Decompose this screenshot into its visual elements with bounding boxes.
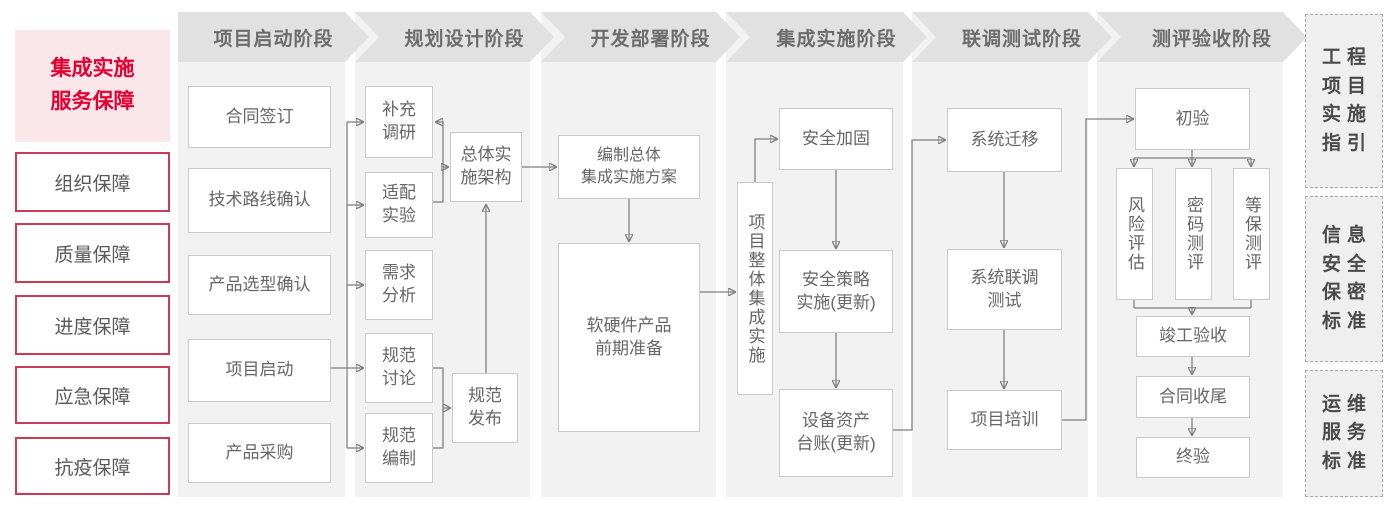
node-product-procurement: 产品采购 [188, 423, 331, 483]
node-final-acceptance: 终验 [1136, 437, 1250, 478]
node-overall-integration-impl: 项目整体集成实施 [737, 182, 773, 395]
guarantee-schedule: 进度保障 [15, 295, 170, 355]
phase-header-joint-testing: 联调测试阶段 [912, 12, 1112, 62]
guarantee-emergency: 应急保障 [15, 366, 170, 424]
node-system-migration: 系统迁移 [947, 108, 1062, 172]
node-security-policy-impl: 安全策略 实施(更新) [779, 250, 893, 333]
ref-infosec-confidentiality-standard: 信息 安全 保密 标准 [1305, 196, 1383, 362]
node-spec-release: 规范 发布 [452, 373, 518, 443]
phase-label: 规划设计阶段 [404, 28, 525, 50]
phase-label: 集成实施阶段 [776, 28, 897, 50]
phase-label: 项目启动阶段 [213, 28, 334, 50]
node-product-selection-confirm: 产品选型确认 [188, 255, 331, 315]
phase-label: 联调测试阶段 [961, 28, 1082, 50]
guarantee-title: 集成实施 服务保障 [15, 30, 170, 142]
node-requirement-analysis: 需求 分析 [365, 250, 433, 320]
phase-label: 测评验收阶段 [1151, 28, 1272, 50]
phase-label: 开发部署阶段 [590, 28, 711, 50]
node-tech-route-confirm: 技术路线确认 [188, 168, 331, 233]
node-project-kickoff: 项目启动 [188, 339, 331, 402]
node-security-hardening: 安全加固 [779, 108, 893, 170]
node-risk-assessment: 风险评估 [1116, 168, 1153, 300]
phase-header-dev-deployment: 开发部署阶段 [541, 12, 740, 62]
node-overall-integration-plan: 编制总体 集成实施方案 [558, 135, 700, 199]
node-contract-closure: 合同收尾 [1136, 376, 1250, 418]
node-crypto-evaluation: 密码测评 [1175, 168, 1212, 300]
node-initial-acceptance: 初验 [1135, 88, 1250, 150]
node-spec-drafting: 规范 编制 [365, 413, 433, 483]
phase-header-project-initiation: 项目启动阶段 [178, 12, 369, 62]
node-overall-impl-architecture: 总体实 施架构 [450, 132, 522, 202]
node-supplementary-research: 补充 调研 [365, 86, 433, 158]
node-project-training: 项目培训 [947, 390, 1062, 450]
phase-header-evaluation-acceptance: 测评验收阶段 [1097, 12, 1307, 62]
phase-header-integration-impl: 集成实施阶段 [726, 12, 927, 62]
node-hw-sw-preparation: 软硬件产品 前期准备 [558, 243, 700, 432]
guarantee-epidemic: 抗疫保障 [15, 437, 170, 495]
node-joint-debugging-test: 系统联调 测试 [947, 249, 1062, 330]
node-completion-acceptance: 竣工验收 [1136, 316, 1250, 357]
ref-engineering-project-guide: 工程 项目 实施 指引 [1305, 14, 1383, 188]
node-spec-discussion: 规范 讨论 [365, 333, 433, 403]
guarantee-organization: 组织保障 [15, 152, 170, 212]
ref-ops-service-standard: 运维 服务 标准 [1305, 370, 1383, 497]
guarantee-quality: 质量保障 [15, 223, 170, 283]
node-classified-protection-eval: 等保测评 [1233, 168, 1270, 300]
node-adaptation-experiment: 适配 实验 [365, 172, 433, 238]
node-contract-signing: 合同签订 [188, 86, 331, 148]
node-asset-ledger: 设备资产 台账(更新) [779, 389, 893, 477]
phase-header-planning-design: 规划设计阶段 [355, 12, 554, 62]
